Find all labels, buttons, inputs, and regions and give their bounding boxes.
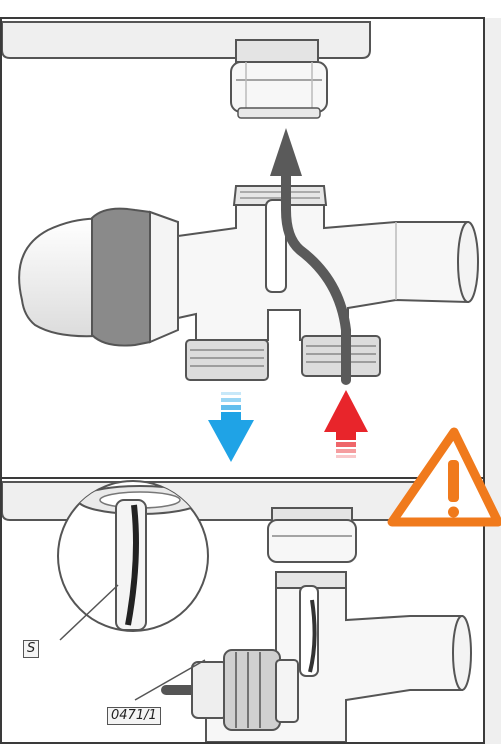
separator-label: S [23,640,40,658]
return-arrow-down-icon [208,392,254,462]
bottom-panel-frame [0,477,485,744]
right-margin-band [484,18,501,744]
title-strip [0,0,501,18]
thermostat-head [18,207,179,347]
warning-triangle-icon [387,427,501,527]
bottom-panel [2,480,484,742]
part-number-label: 0471/1 [107,707,161,725]
valve-insert [161,649,299,731]
supply-arrow-up-icon [324,390,368,458]
radiator-edge [2,21,371,63]
detail-magnifier [57,480,209,701]
top-panel [2,21,479,462]
union-nut [230,61,328,119]
union-nut-bottom [267,507,357,563]
flow-arrow-icon [270,128,351,385]
